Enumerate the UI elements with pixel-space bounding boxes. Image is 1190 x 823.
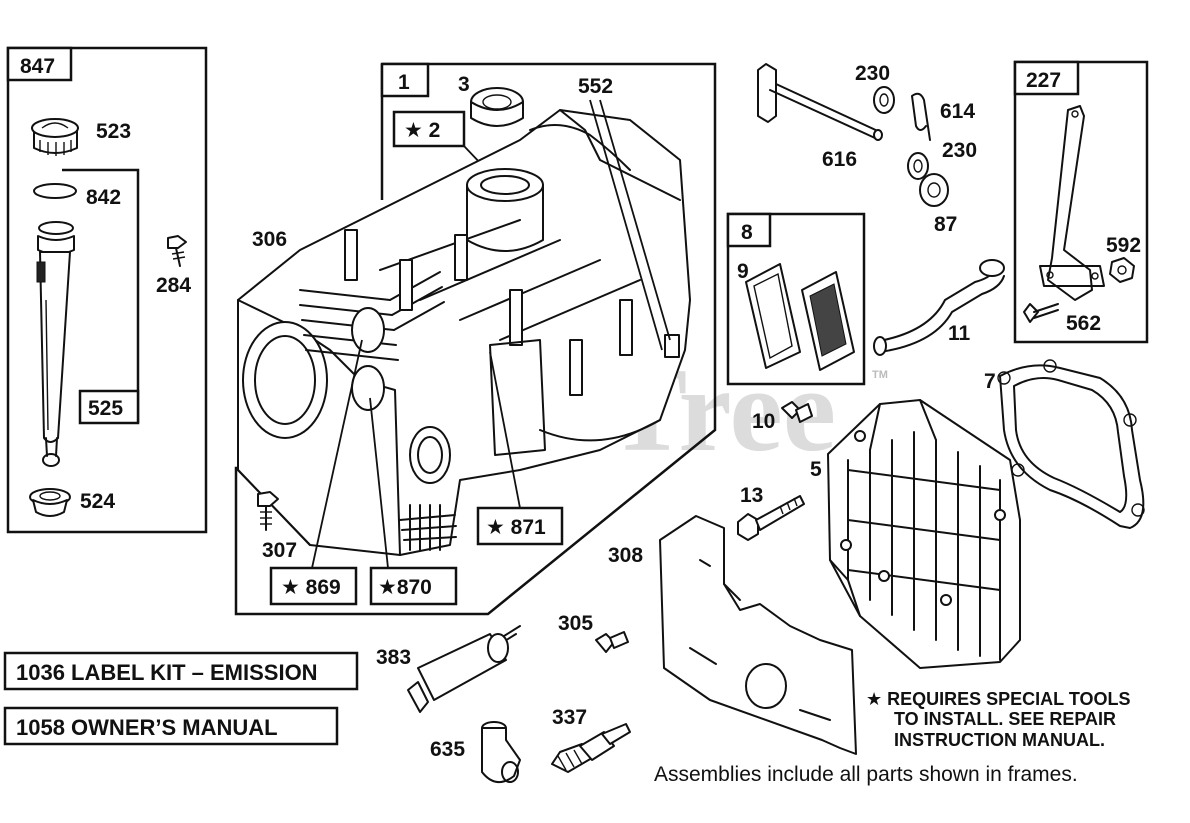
dipstick-tube-icon (36, 221, 75, 467)
callout-8: 8 (741, 221, 753, 244)
callout-308: 308 (608, 544, 643, 567)
callout-1: 1 (398, 71, 410, 94)
callout-10: 10 (752, 410, 775, 433)
frame-8 (726, 212, 866, 386)
head-bolt-icon (737, 495, 805, 541)
breather-gasket-icon (745, 263, 801, 369)
spark-plug-boot-icon (481, 721, 521, 783)
callout-523: 523 (96, 120, 131, 143)
callout-7: 7 (984, 370, 996, 393)
screw-562-icon (1023, 303, 1059, 323)
screw-305-icon (595, 631, 629, 653)
frame-1 (234, 62, 717, 616)
callout-592: 592 (1106, 234, 1141, 257)
crankcase-icon (237, 109, 691, 556)
dipstick-cap-icon (31, 118, 79, 156)
washer-230-bottom-icon (907, 152, 929, 180)
callout-306: 306 (252, 228, 287, 251)
screw-307-icon (257, 491, 279, 531)
label-kit-emission: 1036 LABEL KIT – EMISSION (16, 660, 318, 685)
callout-869: ★ 869 (281, 576, 341, 599)
grommet-icon (29, 488, 71, 517)
callout-562: 562 (1066, 312, 1101, 335)
callout-614: 614 (940, 100, 975, 123)
governor-lever-icon (1039, 105, 1105, 301)
frame-847 (6, 46, 208, 534)
special-tools-note-line-1: ★ REQUIRES SPECIAL TOOLS (866, 689, 1131, 709)
spark-plug-icon (551, 723, 631, 773)
callout-3: 3 (458, 73, 470, 96)
frame-227-label-box (1013, 60, 1080, 96)
special-tools-note-line-3: INSTRUCTION MANUAL. (894, 730, 1105, 750)
callout-870-box (369, 566, 458, 606)
owners-manual-box (3, 706, 339, 746)
breather-cover-icon (801, 271, 855, 371)
frame-842-bracket (62, 168, 140, 423)
callout-307: 307 (262, 539, 297, 562)
callout-842: 842 (86, 186, 121, 209)
nut-592-icon (1109, 257, 1135, 283)
cylinder-head-icon (827, 399, 1021, 669)
callout-87: 87 (934, 213, 957, 236)
callout-227: 227 (1026, 69, 1061, 92)
screw-284-icon (167, 235, 187, 267)
frame-525-label-box (78, 389, 140, 425)
callout-305: 305 (558, 612, 593, 635)
callout-383: 383 (376, 646, 411, 669)
callout-230-bottom: 230 (942, 139, 977, 162)
callout-870: ★870 (378, 576, 432, 599)
owners-manual: 1058 OWNER’S MANUAL (16, 715, 278, 740)
callout-552: 552 (578, 75, 613, 98)
breather-tube-icon (873, 259, 1005, 356)
frame-8-label-box (726, 212, 772, 248)
callout-230-top: 230 (855, 62, 890, 85)
seal-87-icon (919, 173, 949, 207)
special-tools-note-line-2: TO INSTALL. SEE REPAIR (894, 709, 1116, 729)
callout-11: 11 (948, 322, 971, 345)
callout-847: 847 (20, 55, 55, 78)
head-gasket-icon (997, 359, 1145, 529)
callout-871: ★ 871 (486, 516, 546, 539)
assemblies-note: Assemblies include all parts shown in fr… (654, 763, 1078, 786)
callout-2: ★ 2 (404, 119, 440, 142)
callout-5: 5 (810, 458, 822, 481)
screw-10-icon (781, 401, 813, 423)
callout-635: 635 (430, 738, 465, 761)
cylinder-shield-icon (659, 515, 857, 755)
frame-227 (1013, 60, 1149, 344)
callout-337: 337 (552, 706, 587, 729)
oil-seal-icon (470, 87, 524, 127)
callout-9: 9 (737, 260, 749, 283)
label-kit-box (3, 651, 359, 691)
armature-icon (407, 625, 521, 713)
callout-869-box (269, 566, 358, 606)
watermark-tm: TM (872, 369, 888, 381)
governor-shaft-icon (757, 63, 883, 141)
callout-524: 524 (80, 490, 115, 513)
callout-525: 525 (88, 397, 123, 420)
frame-1-label-box (380, 62, 430, 98)
callout-2-box (392, 110, 466, 148)
callout-616: 616 (822, 148, 857, 171)
washer-230-top-icon (873, 86, 895, 114)
callout-284: 284 (156, 274, 191, 297)
hitch-pin-icon (911, 92, 931, 141)
frame-847-label-box (6, 46, 73, 82)
callout-13: 13 (740, 484, 763, 507)
o-ring-icon (33, 183, 77, 199)
